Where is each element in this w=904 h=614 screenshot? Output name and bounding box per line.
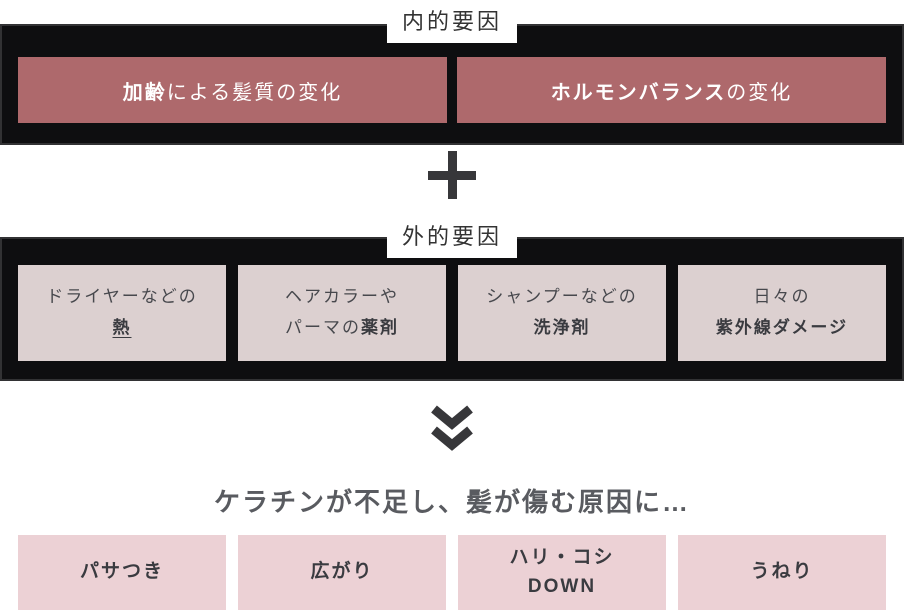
external-factor-box-heat: ドライヤーなどの 熱: [18, 265, 226, 361]
external-factor-box-chemicals: ヘアカラーや パーマの薬剤: [238, 265, 446, 361]
internal-factor-box-hormone: ホルモンバランスの変化: [457, 57, 886, 123]
plus-icon: [428, 151, 476, 199]
result-line1: ハリ・コシ: [509, 547, 615, 568]
internal-factor-rest: の変化: [726, 81, 793, 104]
external-factors-row: ドライヤーなどの 熱 ヘアカラーや パーマの薬剤 シャンプーなどの 洗浄剤 日々…: [18, 265, 886, 361]
result-box-body-down: ハリ・コシ DOWN: [458, 535, 666, 610]
external-factor-line1: 日々の: [753, 287, 811, 307]
internal-factor-rest: による髪質の変化: [166, 81, 343, 104]
external-factor-line2: 洗浄剤: [534, 313, 591, 344]
internal-factor-text: ホルモンバランスの変化: [551, 76, 793, 105]
external-factor-line1: ヘアカラーや: [285, 287, 399, 307]
result-box-waviness: うねり: [678, 535, 886, 610]
external-factor-line2: 熱: [113, 313, 132, 344]
result-line2: DOWN: [527, 575, 597, 597]
internal-factors-row: 加齢による髪質の変化 ホルモンバランスの変化: [18, 57, 886, 123]
external-factor-box-detergent: シャンプーなどの 洗浄剤: [458, 265, 666, 361]
result-row: パサつき 広がり ハリ・コシ DOWN うねり: [18, 535, 886, 610]
result-line1: パサつき: [79, 561, 164, 583]
result-line1: 広がり: [310, 561, 374, 583]
external-factor-keyword: 熱: [112, 318, 132, 337]
external-factor-keyword: 薬剤: [361, 318, 399, 337]
external-factor-line1: シャンプーなどの: [486, 287, 638, 307]
result-box-frizz: 広がり: [238, 535, 446, 610]
internal-factor-text: 加齢による髪質の変化: [123, 76, 342, 105]
external-factor-keyword: 洗浄剤: [533, 318, 591, 337]
keratin-lead-text: ケラチンが不足し、髪が傷む原因に…: [213, 487, 690, 517]
external-factor-line1: ドライヤーなどの: [46, 287, 198, 307]
result-line1: うねり: [750, 561, 814, 583]
external-factor-box-uv: 日々の 紫外線ダメージ: [678, 265, 886, 361]
external-factor-pre: パーマの: [285, 318, 361, 337]
double-chevron-down-icon: [431, 405, 473, 451]
internal-factor-box-aging: 加齢による髪質の変化: [18, 57, 447, 123]
external-factor-keyword: 紫外線ダメージ: [715, 318, 849, 337]
external-factor-line2: パーマの薬剤: [285, 313, 399, 344]
external-factors-label: 外的要因: [386, 215, 518, 258]
internal-factor-keyword: 加齢: [122, 81, 167, 104]
internal-factor-keyword: ホルモンバランス: [550, 81, 727, 104]
result-box-dryness: パサつき: [18, 535, 226, 610]
internal-factors-label: 内的要因: [386, 0, 518, 43]
external-factor-line2: 紫外線ダメージ: [716, 313, 848, 344]
